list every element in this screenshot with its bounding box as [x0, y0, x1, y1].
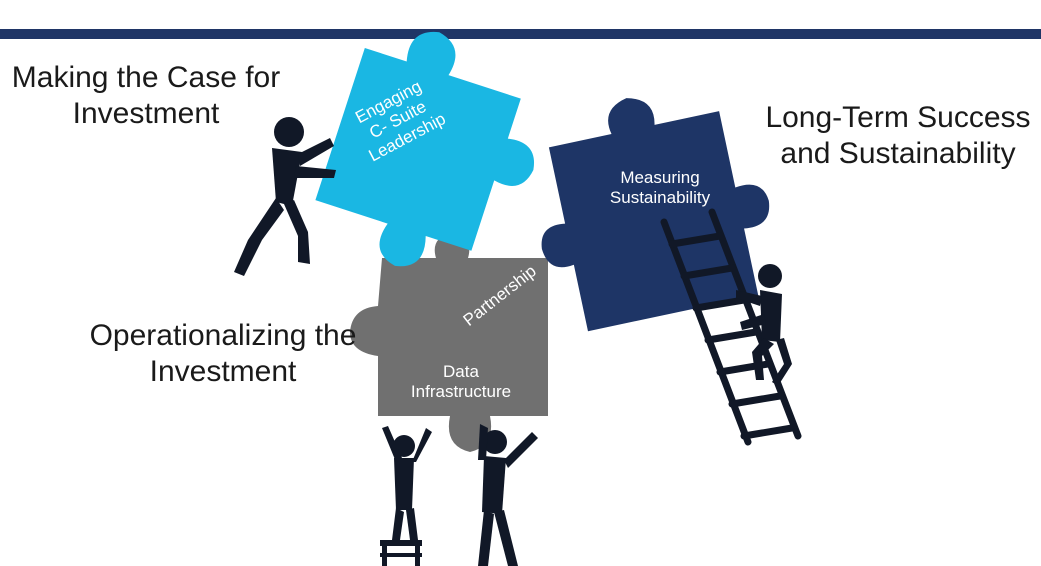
piece-text-data-infrastructure: Data Infrastructure [386, 362, 536, 402]
piece-line: Infrastructure [410, 382, 512, 401]
piece-line: Data [443, 362, 479, 381]
piece-line: Sustainability [609, 188, 711, 207]
label-line: Making the Case for [11, 61, 281, 94]
label-making-the-case: Making the Case for Investment [6, 60, 286, 132]
top-accent-bar [0, 29, 1041, 39]
piece-text-measuring: Measuring Sustainability [590, 168, 730, 208]
label-line: Long-Term Success [765, 101, 1031, 134]
label-operationalizing: Operationalizing the Investment [78, 318, 368, 390]
label-line: Operationalizing the [89, 319, 357, 352]
label-line: and Sustainability [780, 137, 1016, 170]
person-pushing-icon [234, 117, 336, 276]
label-long-term-success: Long-Term Success and Sustainability [758, 100, 1038, 172]
person-climbing-ladder-icon [736, 264, 792, 386]
label-line: Investment [72, 97, 220, 130]
label-line: Investment [149, 355, 297, 388]
puzzle-piece-gray [350, 232, 548, 452]
people-lifting-icon [380, 424, 538, 566]
puzzle-piece-cyan [315, 31, 535, 267]
piece-line: Measuring [620, 168, 700, 187]
